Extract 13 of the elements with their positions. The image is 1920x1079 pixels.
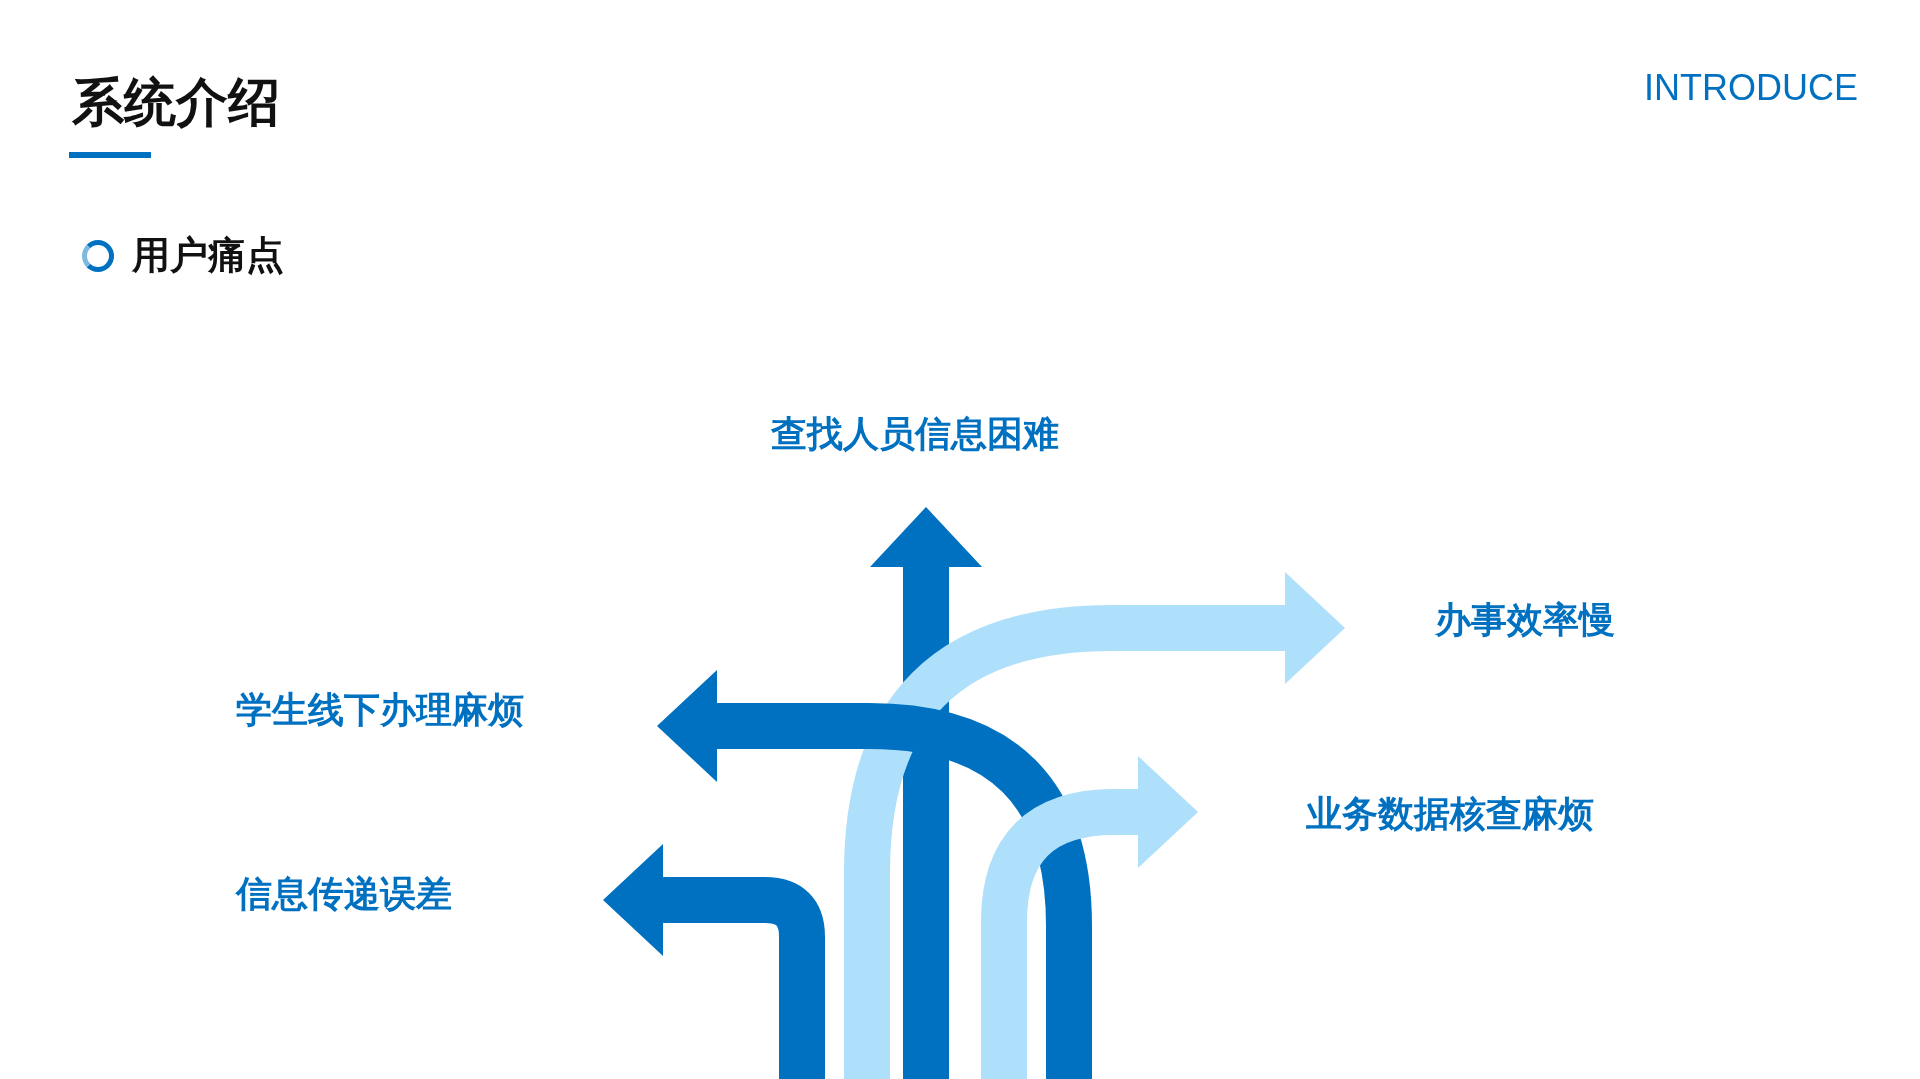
pain-point-label: 业务数据核查麻烦 [1306,792,1594,836]
arrow [870,507,982,1079]
slide-title: 系统介绍 [72,72,280,133]
section-heading: 用户痛点 [132,233,284,278]
arrow [657,670,1092,1079]
pain-point-label: 学生线下办理麻烦 [236,688,524,732]
pain-point-label: 信息传递误差 [236,872,452,916]
section-label: INTRODUCE [1644,66,1858,110]
arrow [981,756,1198,1079]
arrow [603,844,825,1079]
arrow [844,572,1345,1079]
pain-point-label: 查找人员信息困难 [771,412,1059,456]
pain-point-label: 办事效率慢 [1435,598,1615,642]
